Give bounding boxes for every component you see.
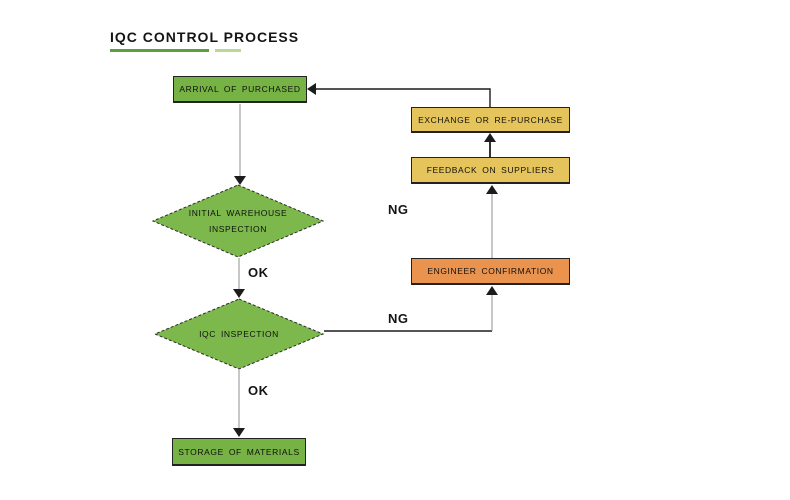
edge-label-ng-initial: NG [388, 202, 409, 217]
edge-label-ok-iqc: OK [248, 383, 269, 398]
node-engineer-confirmation: ENGINEER CONFIRMATION [411, 258, 570, 285]
node-label: FEEDBACK ON SUPPLIERS [426, 165, 555, 175]
diamond-shape [153, 298, 325, 370]
title-block: IQC CONTROL PROCESS [110, 29, 299, 52]
node-label: ARRIVAL OF PURCHASED [179, 84, 301, 94]
underline-dark-segment [110, 49, 209, 52]
edge-label-ng-iqc: NG [388, 311, 409, 326]
node-arrival-of-purchased: ARRIVAL OF PURCHASED [173, 76, 307, 103]
node-label-line1: INITIAL WAREHOUSE [188, 208, 288, 218]
node-label: EXCHANGE OR RE-PURCHASE [418, 114, 563, 125]
title-underline [110, 49, 299, 52]
node-feedback-on-suppliers: FEEDBACK ON SUPPLIERS [411, 157, 570, 184]
underline-light-segment [215, 49, 241, 52]
edge-label-ok-initial: OK [248, 265, 269, 280]
node-exchange-or-repurchase: EXCHANGE OR RE-PURCHASE [411, 107, 570, 133]
page-title: IQC CONTROL PROCESS [110, 29, 300, 45]
node-label-line2: INSPECTION [209, 224, 267, 234]
node-label: ENGINEER CONFIRMATION [427, 266, 554, 276]
node-storage-of-materials: STORAGE OF MATERIALS [172, 438, 306, 466]
node-label: STORAGE OF MATERIALS [178, 446, 300, 457]
node-initial-warehouse-inspection: INITIAL WAREHOUSE INSPECTION [151, 184, 325, 258]
node-label: IQC INSPECTION [199, 329, 279, 339]
node-iqc-inspection: IQC INSPECTION [153, 298, 325, 370]
diamond-shape [151, 184, 325, 258]
